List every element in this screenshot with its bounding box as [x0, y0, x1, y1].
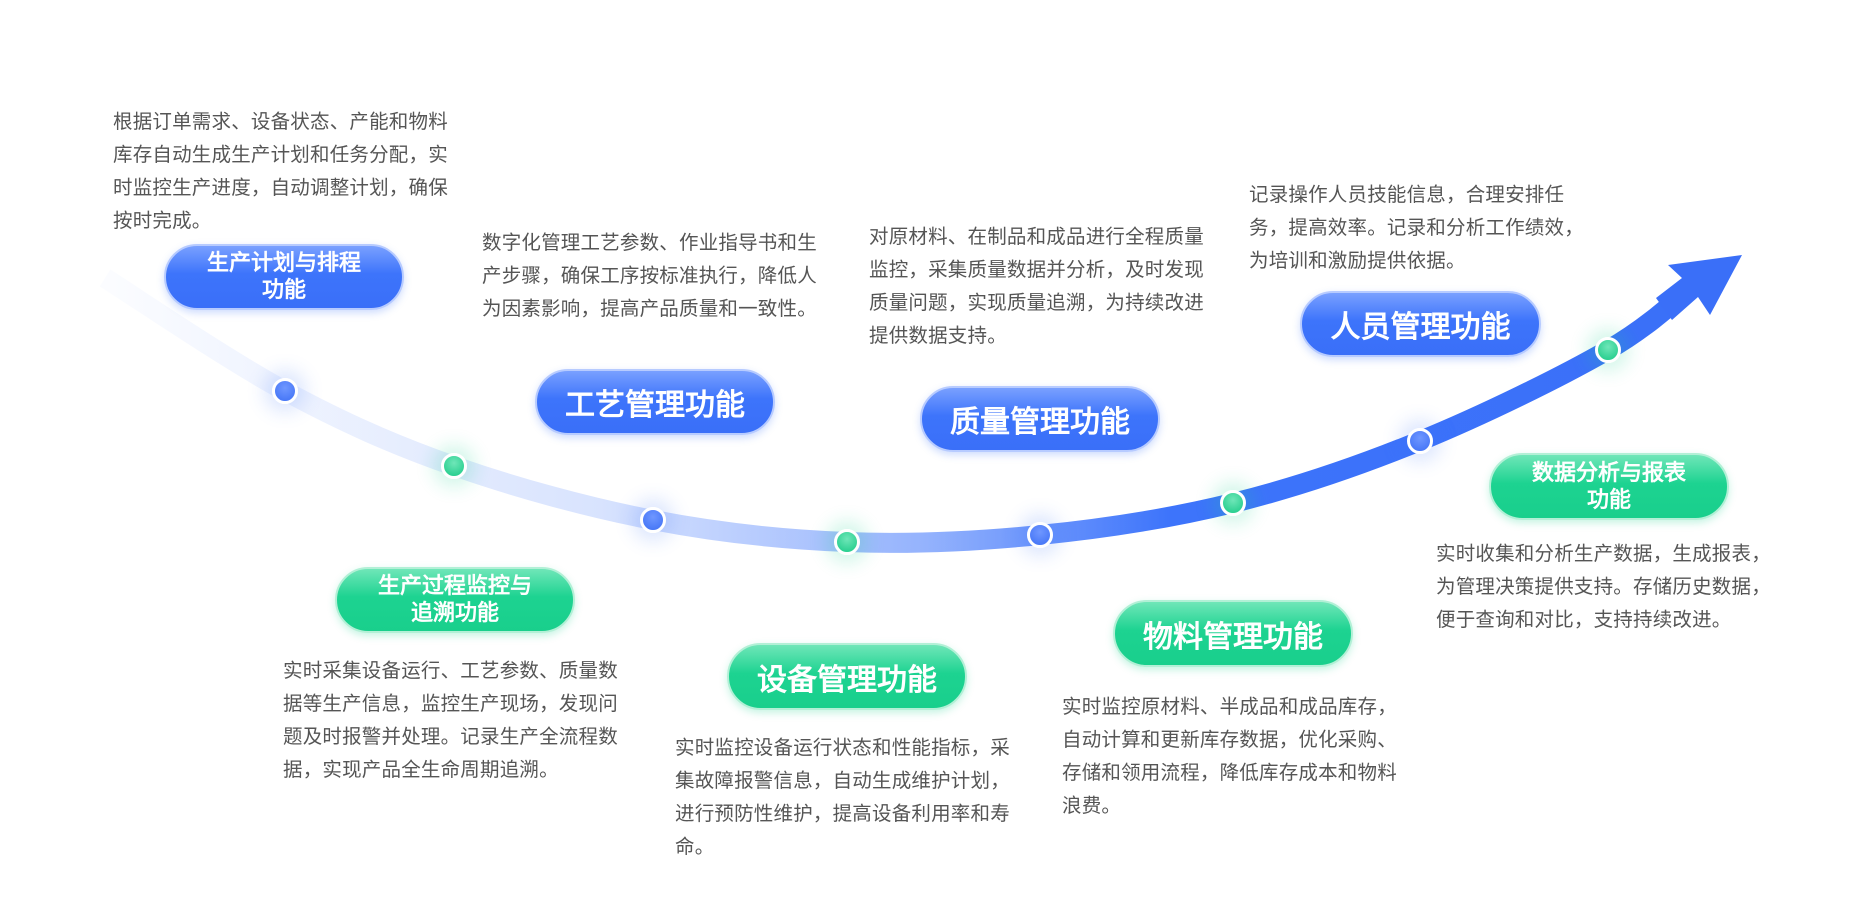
feature-description: 实时收集和分析生产数据，生成报表，为管理决策提供支持。存储历史数据，便于查询和对… [1436, 542, 1771, 631]
feature-title-pill: 生产计划与排程功能 [164, 244, 404, 310]
feature-title-pill: 人员管理功能 [1300, 291, 1541, 357]
feature-description: 实时采集设备运行、工艺参数、质量数据等生产信息，监控生产现场，发现问题及时报警并… [283, 659, 618, 781]
timeline-node [1027, 522, 1053, 548]
feature-title-pill: 数据分析与报表功能 [1489, 453, 1729, 520]
feature-title-line: 设备管理功能 [757, 662, 937, 698]
timeline-curve [99, 269, 1707, 553]
timeline-node [1595, 337, 1621, 363]
feature-title-line: 生产过程监控与 [377, 574, 532, 599]
timeline-node [834, 529, 860, 555]
timeline-node [640, 507, 666, 533]
feature-title-line: 功能 [261, 278, 306, 303]
feature-title-pill: 设备管理功能 [727, 643, 967, 710]
feature-description: 记录操作人员技能信息，合理安排任务，提高效率。记录和分析工作绩效，为培训和激励提… [1249, 183, 1584, 272]
timeline-node [441, 453, 467, 479]
feature-title-line: 功能 [1586, 487, 1631, 513]
arrow-head-icon [1656, 255, 1742, 320]
timeline-node [272, 378, 298, 404]
feature-description: 实时监控原材料、半成品和成品库存，自动计算和更新库存数据，优化采购、存储和领用流… [1062, 695, 1397, 817]
feature-title-pill: 质量管理功能 [920, 386, 1160, 452]
feature-title-line: 追溯功能 [410, 601, 499, 626]
feature-title-line: 人员管理功能 [1330, 310, 1511, 345]
feature-title-line: 物料管理功能 [1143, 619, 1323, 655]
feature-description: 实时监控设备运行状态和性能指标，采集故障报警信息，自动生成维护计划，进行预防性维… [675, 736, 1010, 858]
feature-description: 对原材料、在制品和成品进行全程质量监控，采集质量数据并分析，及时发现质量问题，实… [869, 225, 1204, 347]
feature-title-line: 生产计划与排程 [206, 251, 361, 276]
feature-title-line: 质量管理功能 [950, 405, 1130, 440]
feature-title-pill: 物料管理功能 [1113, 600, 1353, 667]
timeline-node [1407, 428, 1433, 454]
timeline-node [1220, 490, 1246, 516]
feature-title-pill: 工艺管理功能 [535, 369, 775, 435]
feature-description: 根据订单需求、设备状态、产能和物料库存自动生成生产计划和任务分配，实时监控生产进… [113, 110, 448, 232]
feature-description: 数字化管理工艺参数、作业指导书和生产步骤，确保工序按标准执行，降低人为因素影响，… [482, 231, 817, 320]
feature-title-line: 工艺管理功能 [565, 388, 745, 423]
feature-title-line: 数据分析与报表 [1531, 460, 1686, 486]
feature-title-pill: 生产过程监控与追溯功能 [335, 567, 575, 633]
